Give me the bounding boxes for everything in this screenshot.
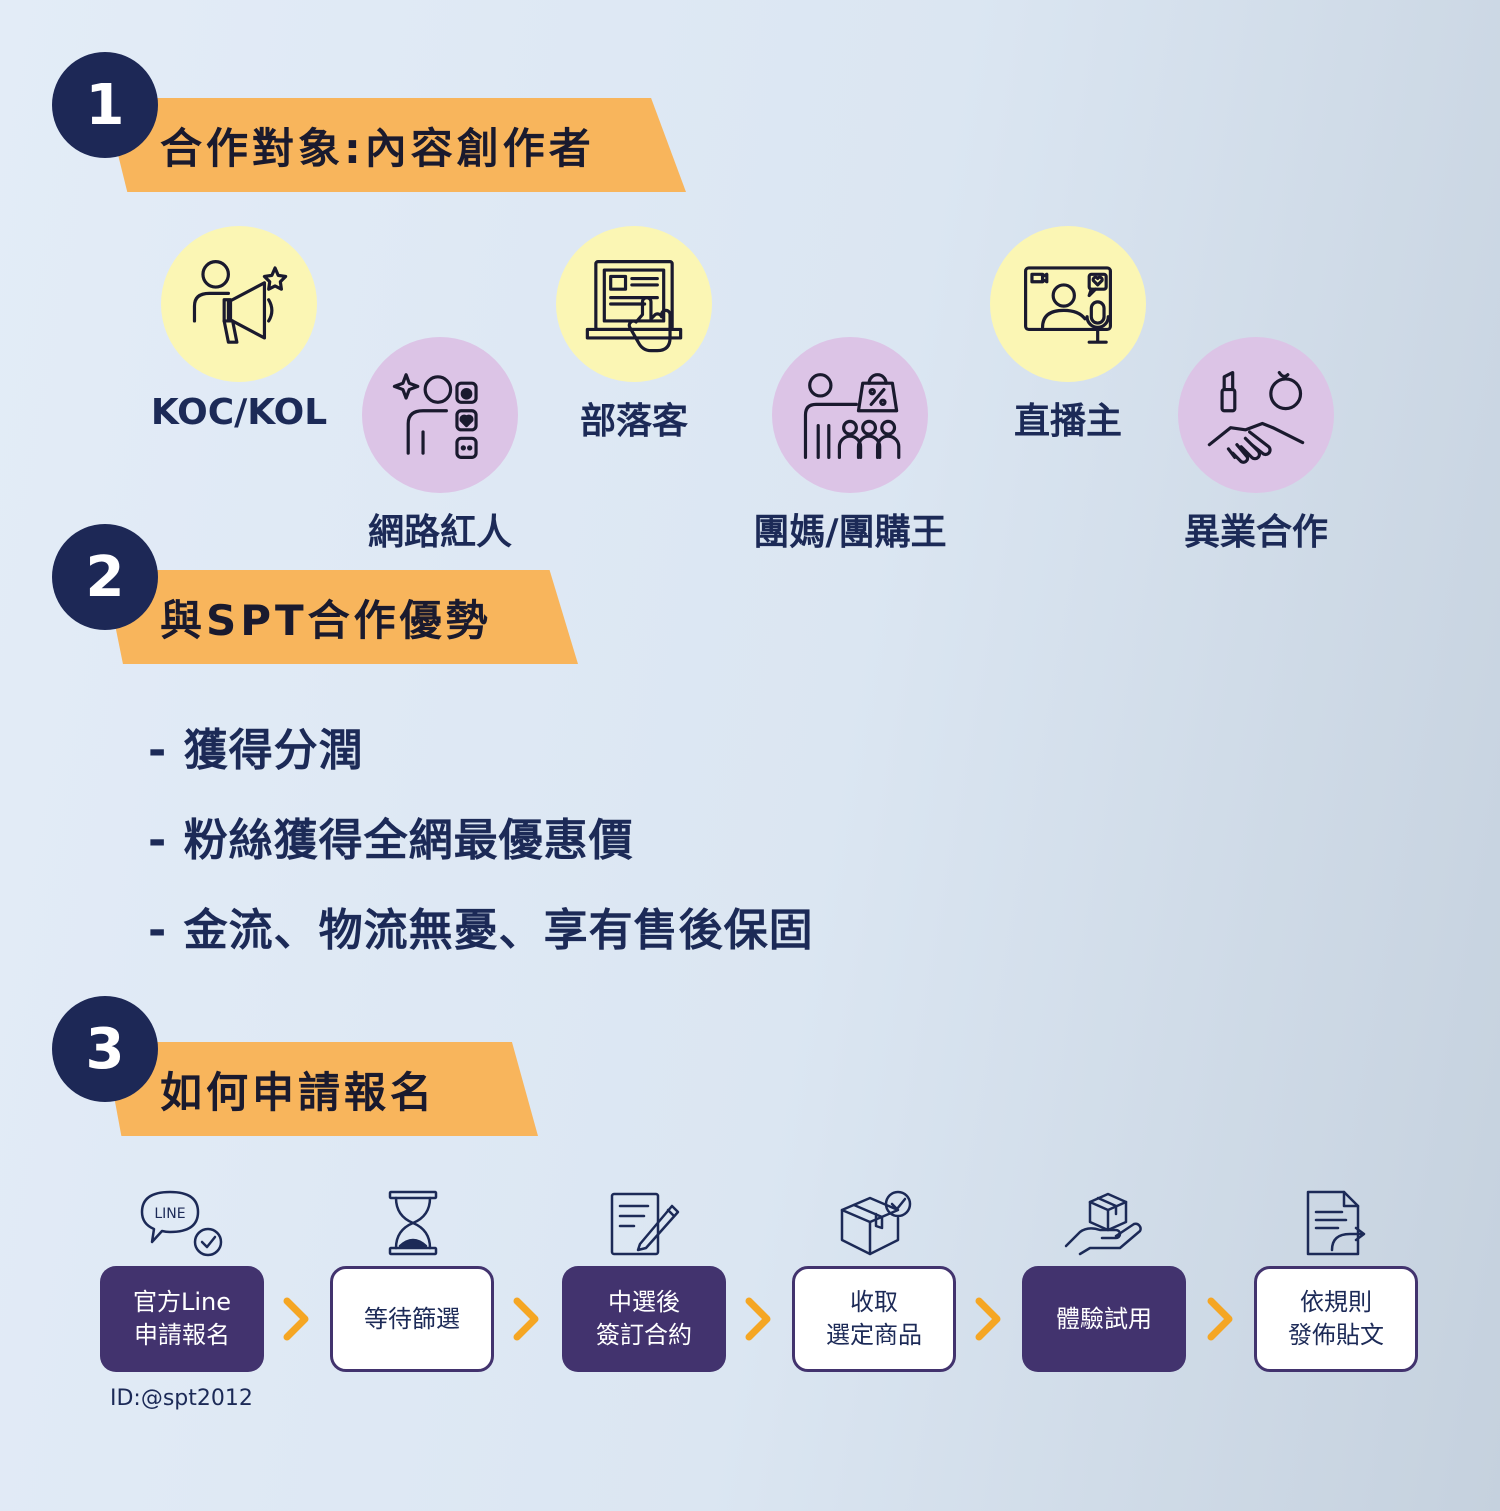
chevron-right-icon: [745, 1297, 771, 1341]
package-check-icon: [840, 1190, 912, 1256]
megaphone-person-icon: [192, 260, 288, 344]
benefit-item: - 金流、物流無憂、享有售後保固: [148, 905, 814, 956]
step-line-apply[interactable]: 官方Line 申請報名: [100, 1266, 264, 1372]
category-circle-group-buy: [772, 337, 928, 493]
category-circle-influencer: [362, 337, 518, 493]
category-label-blogger: 部落客: [579, 401, 689, 442]
section-2-ribbon: 與SPT合作優勢: [104, 570, 578, 664]
chevron-right-icon: [513, 1297, 539, 1341]
category-circle-streamer: [990, 226, 1146, 382]
line-icon-text: LINE: [154, 1206, 185, 1222]
category-label-koc-kol: KOC/KOL: [150, 392, 328, 433]
hand-box-icon: [1064, 1192, 1142, 1256]
section-2-title: 與SPT合作優勢: [160, 595, 492, 645]
section-2-number: 2: [85, 544, 125, 610]
blog-article-icon: [585, 260, 683, 353]
benefit-item: - 粉絲獲得全網最優惠價: [148, 815, 634, 866]
section-2-badge: 2: [52, 524, 158, 630]
section-3-badge: 3: [52, 996, 158, 1102]
section-1-badge: 1: [52, 52, 158, 158]
document-share-icon: [1306, 1190, 1366, 1256]
step-trial-experience[interactable]: 體驗試用: [1022, 1266, 1186, 1372]
line-check-icon: LINE: [140, 1190, 223, 1257]
category-label-streamer: 直播主: [1013, 401, 1123, 442]
category-circle-cross-industry: [1178, 337, 1334, 493]
category-label-influencer: 網路紅人: [367, 512, 513, 553]
influencer-social-icon: [392, 373, 478, 459]
chevron-right-icon: [975, 1297, 1001, 1341]
step-publish-post[interactable]: 依規則 發佈貼文: [1254, 1266, 1418, 1372]
category-circle-blogger: [556, 226, 712, 382]
hourglass-icon: [388, 1190, 438, 1256]
category-circle-koc-kol: [161, 226, 317, 382]
section-1-number: 1: [85, 72, 125, 138]
step-wait-screening[interactable]: 等待篩選: [330, 1266, 494, 1372]
chevron-right-icon: [283, 1297, 309, 1341]
benefit-item: - 獲得分潤: [148, 725, 364, 776]
chevron-right-icon: [1207, 1297, 1233, 1341]
category-label-group-buy: 團媽/團購王: [753, 512, 947, 553]
section-3-title: 如何申請報名: [160, 1067, 437, 1117]
step-receive-product[interactable]: 收取 選定商品: [792, 1266, 956, 1372]
handshake-partnership-icon: [1207, 371, 1305, 464]
contract-sign-icon: [610, 1192, 680, 1256]
section-1-title: 合作對象:內容創作者: [160, 123, 595, 173]
step-sign-contract[interactable]: 中選後 簽訂合約: [562, 1266, 726, 1372]
section-1-ribbon: 合作對象:內容創作者: [104, 98, 686, 192]
group-buy-leader-icon: [803, 373, 901, 459]
line-id-text: ID:@spt2012: [110, 1386, 253, 1411]
live-stream-icon: [1024, 266, 1112, 344]
category-label-cross-industry: 異業合作: [1183, 512, 1329, 553]
section-3-number: 3: [85, 1016, 125, 1082]
section-3-ribbon: 如何申請報名: [104, 1042, 538, 1136]
